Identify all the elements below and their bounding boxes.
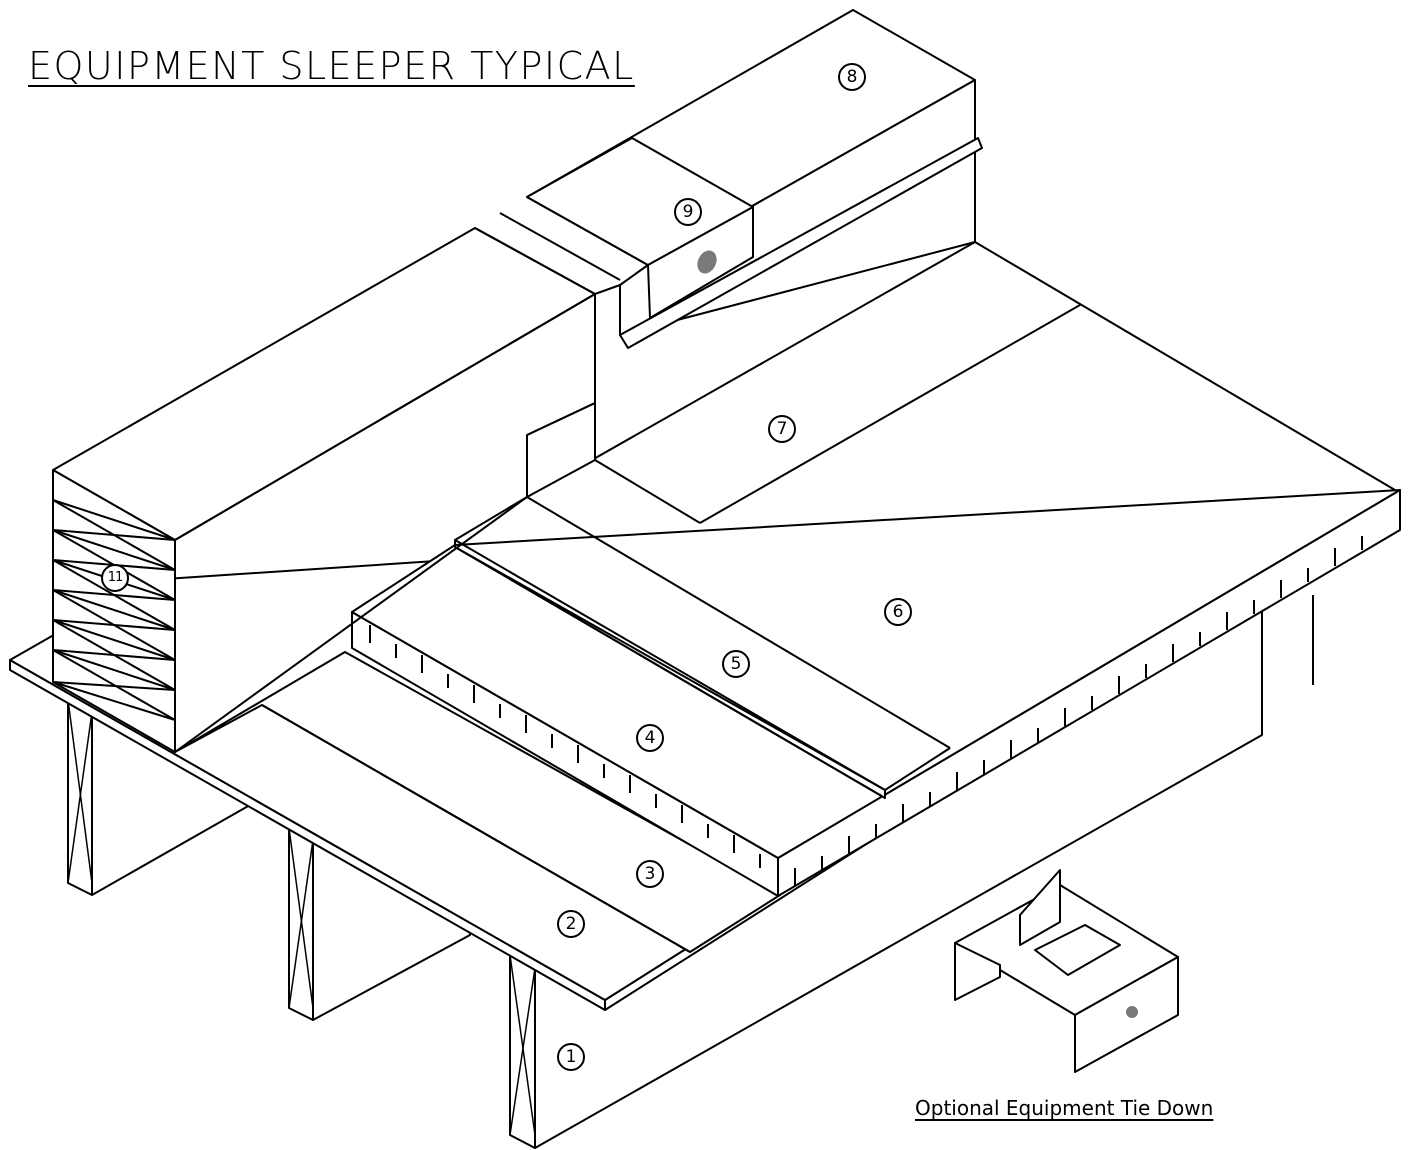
- callout-8: 8: [838, 63, 866, 91]
- callout-1: 1: [557, 1043, 585, 1071]
- callout-11: 11: [101, 564, 129, 592]
- tie-down-caption: Optional Equipment Tie Down: [915, 1096, 1214, 1120]
- callout-4: 4: [636, 724, 664, 752]
- callout-2: 2: [557, 910, 585, 938]
- callout-7: 7: [768, 415, 796, 443]
- optional-tie-down-detail: [954, 869, 1179, 1073]
- callout-3: 3: [636, 860, 664, 888]
- callout-5: 5: [722, 650, 750, 678]
- page-title: EQUIPMENT SLEEPER TYPICAL: [28, 44, 635, 88]
- callout-6: 6: [884, 598, 912, 626]
- insulation-layer: [351, 489, 1401, 897]
- callout-9: 9: [674, 198, 702, 226]
- vapor-retarder-layer: [174, 651, 781, 953]
- wood-sleeper: [52, 227, 596, 753]
